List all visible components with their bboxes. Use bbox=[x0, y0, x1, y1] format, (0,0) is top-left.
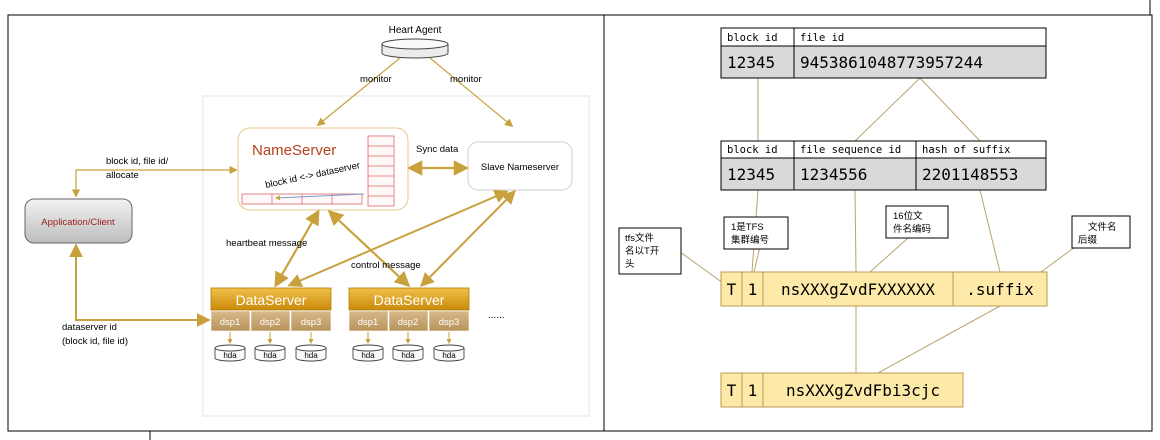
block-alloc-label-2: allocate bbox=[106, 170, 139, 181]
control-message-label: control message bbox=[351, 260, 421, 271]
dataserver-id-label-2: (block id, file id) bbox=[62, 336, 128, 347]
mid-value-hash-suffix: 2201148553 bbox=[922, 165, 1018, 184]
monitor-arrow-left bbox=[316, 57, 401, 127]
hda-label: hda bbox=[263, 351, 277, 360]
top-value-block-id: 12345 bbox=[727, 53, 775, 72]
hda-label: hda bbox=[223, 351, 237, 360]
filename-encoded: nsXXXgZvdFXXXXXX bbox=[781, 280, 935, 299]
mid-value-block-id: 12345 bbox=[727, 165, 775, 184]
dataserver-1-dsp2: dsp2 bbox=[260, 317, 281, 328]
monitor-arrow-right bbox=[429, 57, 514, 128]
client-nameserver-arrow bbox=[71, 165, 238, 198]
hda-label: hda bbox=[442, 351, 456, 360]
control-arrow-2 bbox=[420, 190, 516, 287]
heart-agent-disk-icon bbox=[381, 38, 449, 59]
callout-16-char-encoding: 16位文 件名编码 bbox=[885, 205, 949, 239]
more-dataservers-ellipsis: ...... bbox=[488, 310, 505, 321]
hda-label: hda bbox=[401, 351, 415, 360]
dataserver-2-dsp1: dsp1 bbox=[358, 317, 379, 328]
hda-disk-icon: hda bbox=[254, 344, 286, 362]
dataserver-2: DataServer dsp1 dsp2 dsp3 bbox=[348, 287, 470, 344]
callout-tfs-prefix: tfs文件 名以T开 头 bbox=[618, 227, 682, 275]
hda-disk-icon: hda bbox=[392, 344, 424, 362]
heartbeat-arrow-2 bbox=[327, 209, 411, 288]
dataserver-2-title: DataServer bbox=[374, 292, 445, 308]
mid-value-file-seq-id: 1234556 bbox=[800, 165, 867, 184]
callout-cluster-number: 1是TFS 集群编号 bbox=[723, 216, 789, 250]
dataserver-1-title: DataServer bbox=[236, 292, 307, 308]
callout-tfs-prefix-line-2: 名以T开 bbox=[625, 245, 660, 257]
heart-agent-label: Heart Agent bbox=[389, 25, 442, 36]
dataserver-1-dsp1: dsp1 bbox=[220, 317, 241, 328]
hda-disk-icon: hda bbox=[433, 344, 465, 362]
monitor-label-right: monitor bbox=[450, 74, 482, 85]
callout-suffix-line-2: 后缀 bbox=[1078, 234, 1098, 246]
mid-header-hash-suffix: hash of suffix bbox=[922, 144, 1011, 156]
callout-cluster-number-line-2: 集群编号 bbox=[731, 234, 769, 246]
application-client-box bbox=[24, 198, 133, 244]
tfs-final-filename-row: T 1 nsXXXgZvdFbi3cjc bbox=[720, 372, 964, 408]
heartbeat-label: heartbeat message bbox=[226, 238, 307, 249]
dataserver-1-dsp3: dsp3 bbox=[301, 317, 322, 328]
monitor-label-left: monitor bbox=[360, 74, 392, 85]
tfs-filename-row: T 1 nsXXXgZvdFXXXXXX .suffix bbox=[720, 271, 1048, 307]
callout-file-suffix: 文件名 后缀 bbox=[1071, 215, 1131, 249]
top-header-block-id: block id bbox=[727, 32, 778, 44]
application-client-label: Application/Client bbox=[41, 217, 115, 228]
block-alloc-label-1: block id, file id/ bbox=[106, 156, 169, 167]
client-dataserver-arrow bbox=[69, 243, 211, 327]
mid-header-block-id: block id bbox=[727, 144, 778, 156]
hda-label: hda bbox=[304, 351, 318, 360]
final-cluster-no: 1 bbox=[748, 381, 758, 400]
filename-suffix: .suffix bbox=[966, 280, 1034, 299]
nameserver-title: NameServer bbox=[252, 142, 336, 159]
slave-nameserver-label: Slave Nameserver bbox=[481, 162, 559, 173]
callout-16-char-line-2: 件名编码 bbox=[893, 223, 931, 235]
top-value-file-id: 9453861048773957244 bbox=[800, 53, 983, 72]
right-panel-frame bbox=[603, 14, 1153, 432]
top-id-table: block id file id 12345 94538610487739572… bbox=[720, 27, 1047, 79]
callout-tfs-prefix-line-1: tfs文件 bbox=[625, 232, 655, 244]
mid-id-table: block id file sequence id hash of suffix… bbox=[720, 140, 1047, 191]
dataserver-id-label-1: dataserver id bbox=[62, 322, 117, 333]
mid-header-file-seq-id: file sequence id bbox=[800, 144, 901, 156]
dataserver-1: DataServer dsp1 dsp2 dsp3 bbox=[210, 287, 332, 344]
final-encoded-name: nsXXXgZvdFbi3cjc bbox=[786, 381, 940, 400]
top-header-file-id: file id bbox=[800, 32, 844, 44]
hda-disk-icon: hda bbox=[295, 344, 327, 362]
callout-cluster-number-line-1: 1是TFS bbox=[731, 222, 764, 233]
callout-16-char-line-1: 16位文 bbox=[893, 210, 923, 222]
dataserver-2-dsp2: dsp2 bbox=[398, 317, 419, 328]
hda-disk-icon: hda bbox=[352, 344, 384, 362]
filename-cluster-no: 1 bbox=[748, 280, 758, 299]
filename-prefix-t: T bbox=[727, 280, 737, 299]
callout-suffix-line-1: 文件名 bbox=[1088, 221, 1117, 233]
hda-label: hda bbox=[361, 351, 375, 360]
dataserver-2-dsp3: dsp3 bbox=[439, 317, 460, 328]
callout-tfs-prefix-line-3: 头 bbox=[625, 258, 635, 270]
final-prefix-t: T bbox=[727, 381, 737, 400]
hda-disk-icon: hda bbox=[214, 344, 246, 362]
sync-data-label: Sync data bbox=[416, 144, 459, 155]
